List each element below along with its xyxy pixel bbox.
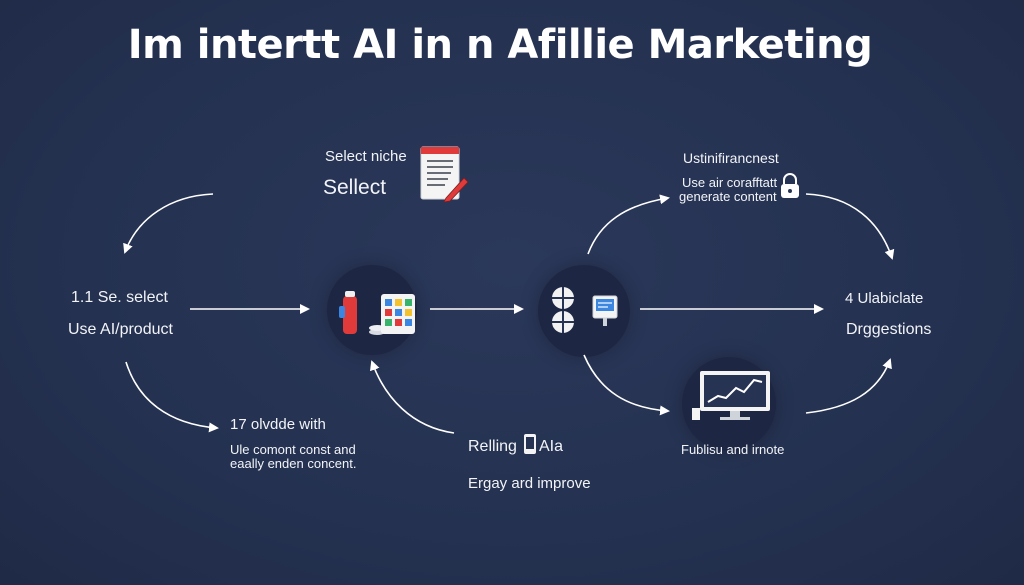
content-gen-line1: Use air corafftatt (682, 175, 778, 190)
step17-line2: eaally enden concent. (230, 456, 357, 471)
select-niche-caption: Select niche (325, 148, 407, 165)
content-gen-title: Ustinifirancnest (683, 150, 779, 166)
arrow-content-to-step4 (805, 193, 895, 260)
arrow-refine-to-tools (370, 360, 455, 434)
refine-title-b: AIa (539, 438, 564, 455)
step4-line1: 4 Ulabiclate (845, 290, 924, 307)
monitor-chart-icon (692, 371, 770, 420)
tools-dashboard-icon (339, 291, 415, 335)
arrow-ai-to-content (587, 194, 670, 255)
arrow-start-to-step17 (125, 361, 219, 433)
arrow-publish-to-step4 (805, 358, 892, 414)
start-line1: 1.1 Se. select (71, 289, 168, 306)
step17-title: 17 olvdde with (230, 416, 326, 433)
arrow-niche-to-start (123, 193, 214, 254)
start-line2: Use AI/product (68, 321, 173, 338)
phone-icon (524, 434, 536, 454)
step4-line2: Drggestions (846, 321, 932, 338)
select-niche-label: Sellect (323, 176, 387, 199)
page-title: Im intertt AI in n Afillie Marketing (127, 22, 873, 68)
publish-label: Fublisu and irnote (681, 442, 785, 457)
lock-icon (781, 173, 799, 198)
arrow-ai-to-publish (583, 354, 670, 416)
document-pen-icon (420, 146, 469, 203)
puzzle-analytics-icon (552, 287, 618, 333)
refine-title-a: Relling (468, 438, 517, 455)
step17-line1: Ule comont const and (230, 442, 356, 457)
content-gen-line2: generate content (679, 189, 777, 204)
refine-subtitle: Ergay ard improve (468, 475, 591, 492)
